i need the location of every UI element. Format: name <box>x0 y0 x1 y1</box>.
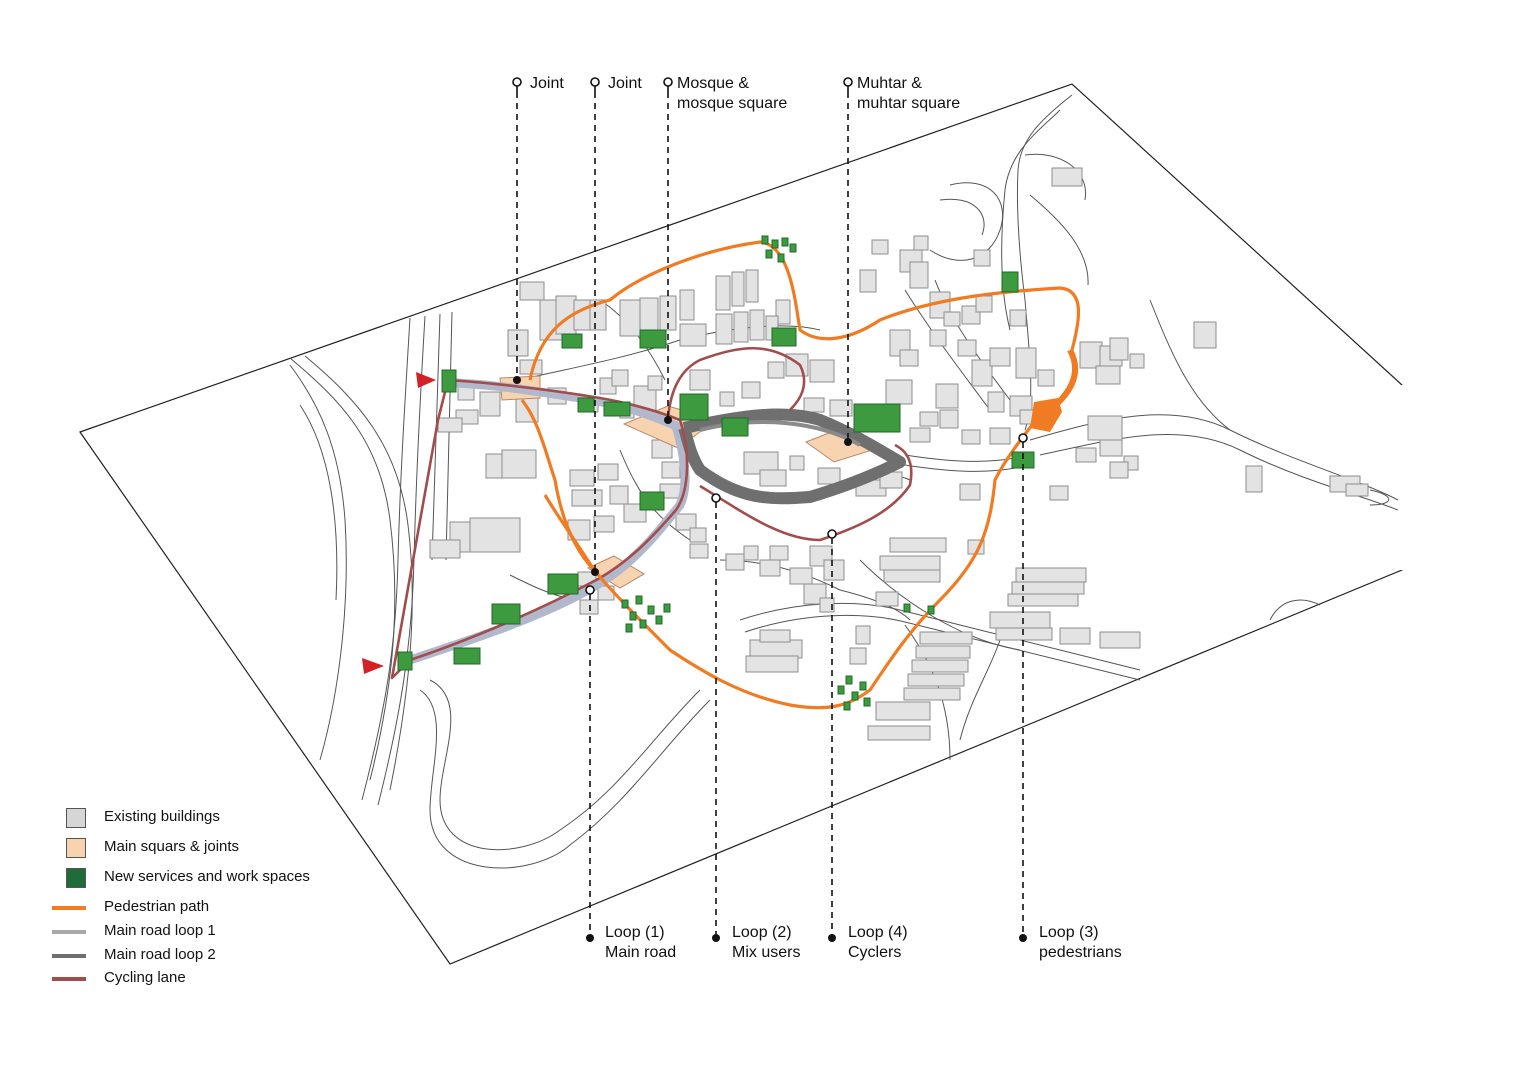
line-main-road-loop-1 <box>52 930 86 934</box>
bottom-start-rings <box>585 433 1028 595</box>
pedestrian-connector <box>1048 348 1079 413</box>
label-line: muhtar square <box>857 95 961 112</box>
entry-arrow-south <box>362 658 384 674</box>
legend-text: Main road loop 1 <box>104 922 216 939</box>
label-muhtar: Muhtar & muhtar square <box>857 74 960 114</box>
bottom-leaders <box>589 442 1024 936</box>
main-road-loop-2 <box>678 408 906 505</box>
label-joint-1: Joint <box>530 74 564 94</box>
swatch-existing-buildings <box>66 808 86 828</box>
swatch-main-squares <box>66 838 86 858</box>
label-loop-3: Loop (3) pedestrians <box>1039 923 1122 963</box>
label-line: Cyclers <box>848 944 902 961</box>
label-line: Loop (3) <box>1039 924 1099 941</box>
top-endpoints <box>513 376 852 576</box>
site-boundary <box>79 83 1403 965</box>
main-road-loop-2-core <box>699 420 861 447</box>
label-loop-1: Loop (1) Main road <box>605 923 676 963</box>
label-line: Main road <box>605 944 677 961</box>
label-line: Loop (1) <box>605 924 665 941</box>
label-line: Joint <box>608 75 642 92</box>
label-line: Mosque & <box>677 75 750 92</box>
label-line: mosque square <box>677 95 788 112</box>
label-mosque: Mosque & mosque square <box>677 74 787 114</box>
top-leaders <box>516 92 849 570</box>
entry-arrow-north <box>416 372 436 388</box>
bottom-end-dots <box>586 934 1027 942</box>
swatch-new-services <box>66 868 86 888</box>
line-pedestrian-path <box>52 906 86 910</box>
line-cycling-lane <box>52 977 86 981</box>
label-line: Loop (2) <box>732 924 792 941</box>
legend-text: Cycling lane <box>104 969 186 986</box>
pin-icon <box>843 77 853 87</box>
label-line: Joint <box>530 75 564 92</box>
label-line: Muhtar & <box>857 75 922 92</box>
legend-text: Existing buildings <box>104 808 220 825</box>
label-joint-2: Joint <box>608 74 642 94</box>
pin-icon <box>590 77 600 87</box>
pin-icon <box>663 77 673 87</box>
top-pin-stems <box>516 86 849 92</box>
legend-text: New services and work spaces <box>104 868 310 885</box>
legend-text: Main squars & joints <box>104 838 240 855</box>
legend-text: Main road loop 2 <box>104 946 216 963</box>
label-loop-2: Loop (2) Mix users <box>732 923 800 963</box>
pin-icon <box>512 77 522 87</box>
label-line: pedestrians <box>1039 944 1122 961</box>
line-main-road-loop-2 <box>52 954 86 958</box>
legend-text: Pedestrian path <box>104 898 210 915</box>
new-services <box>397 235 1035 711</box>
label-line: Mix users <box>732 944 801 961</box>
label-line: Loop (4) <box>848 924 908 941</box>
label-loop-4: Loop (4) Cyclers <box>848 923 908 963</box>
